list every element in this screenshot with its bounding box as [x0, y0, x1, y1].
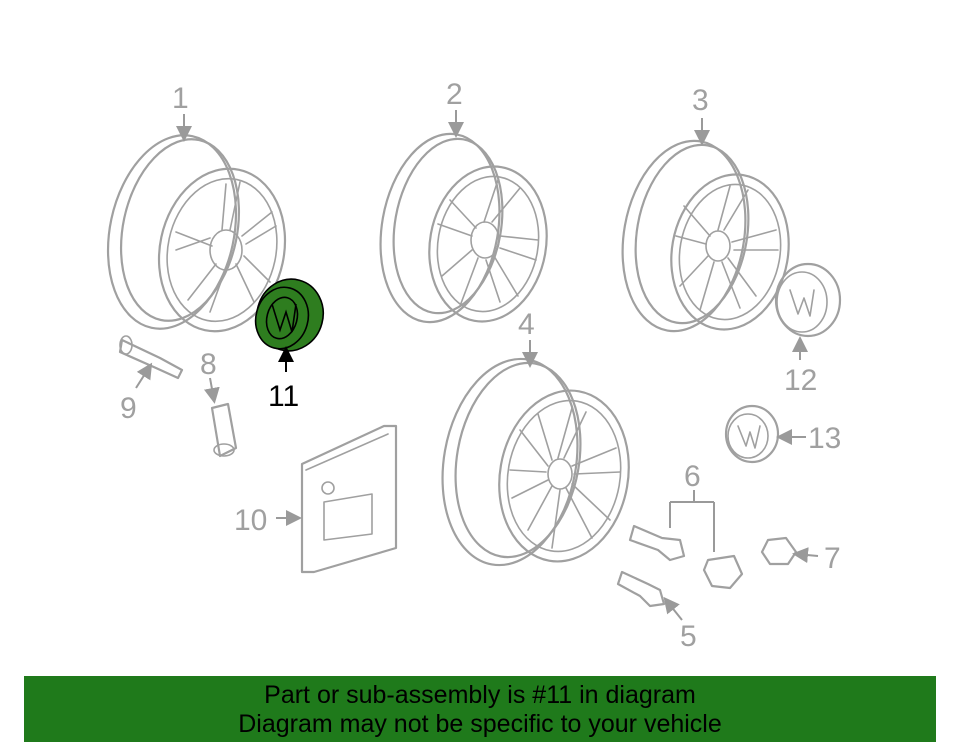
callout-7: 7	[824, 542, 841, 575]
callout-6: 6	[684, 460, 701, 493]
callout-2: 2	[446, 78, 463, 111]
wheel-4[interactable]	[427, 348, 642, 576]
wheel-3[interactable]	[608, 131, 800, 341]
callout-5: 5	[680, 620, 697, 653]
callout-9: 9	[120, 392, 137, 425]
callout-11: 11	[268, 380, 299, 413]
callout-8: 8	[200, 348, 217, 381]
callout-10: 10	[234, 504, 267, 537]
banner-line-1: Part or sub-assembly is #11 in diagram	[264, 681, 696, 709]
callout-3: 3	[692, 84, 709, 117]
nut-7[interactable]	[760, 536, 819, 566]
banner-line-2: Diagram may not be specific to your vehi…	[238, 710, 722, 738]
center-cap-13[interactable]	[724, 404, 806, 464]
wheel-1[interactable]	[91, 123, 300, 343]
valve-stem-9[interactable]	[118, 335, 184, 389]
center-cap-11[interactable]	[249, 272, 331, 372]
document-10[interactable]	[276, 424, 398, 574]
callout-12: 12	[784, 364, 817, 397]
wheel-2[interactable]	[366, 124, 558, 331]
callout-4: 4	[518, 308, 535, 341]
center-cap-12[interactable]	[774, 262, 842, 360]
bolt-5[interactable]	[616, 524, 686, 621]
sensor-8[interactable]	[203, 377, 238, 458]
lug-nut-6[interactable]	[669, 490, 744, 590]
info-banner: Part or sub-assembly is #11 in diagram D…	[24, 676, 936, 742]
callout-13: 13	[808, 422, 841, 455]
callout-1: 1	[172, 82, 189, 115]
